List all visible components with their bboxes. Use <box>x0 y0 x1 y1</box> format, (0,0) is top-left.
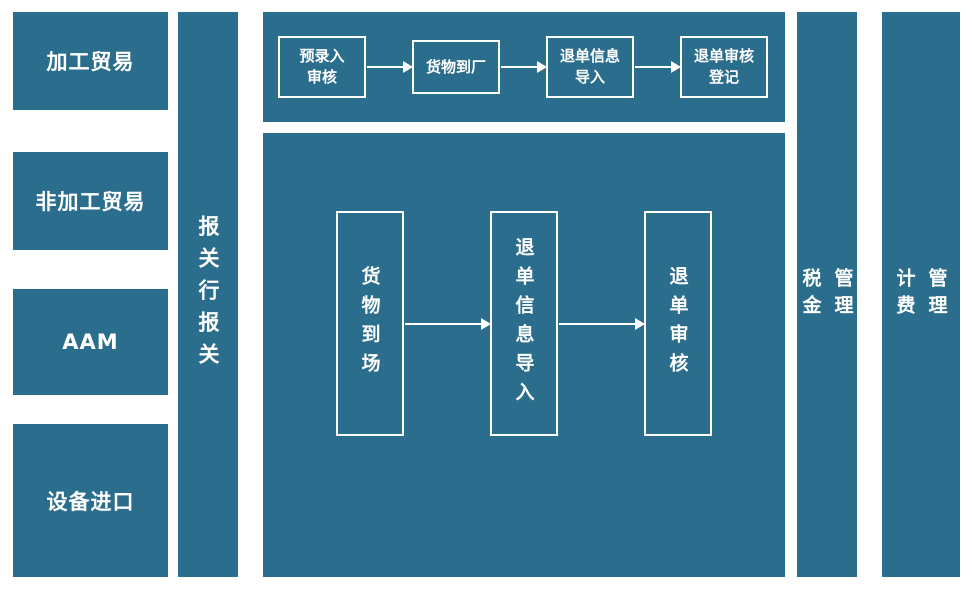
sidebar-item-label: 加工贸易 <box>46 50 135 74</box>
flow-step-label: 审核 <box>306 68 337 86</box>
flow-step-label: 预录入 <box>299 47 345 65</box>
tax-management-label-line: 税金 <box>799 267 822 322</box>
main-step-return-info-import: 退单信息导入 <box>490 211 558 436</box>
main-flow-row: 货物到场 退单信息导入 退单审核 <box>263 211 785 436</box>
arrow-right-icon <box>559 317 645 330</box>
sidebar-item-processing-trade: 加工贸易 <box>13 12 168 110</box>
main-step-label: 退单信息导入 <box>512 236 535 411</box>
flow-step-label: 登记 <box>708 68 739 86</box>
billing-management-label: 计费 管理 <box>892 268 951 322</box>
billing-management-label-line: 管理 <box>925 267 948 322</box>
flow-step-label: 货物到厂 <box>425 57 486 76</box>
broker-declaration-column: 报关行报关 <box>178 12 238 577</box>
sidebar-item-label: 设备进口 <box>46 489 135 514</box>
arrow-right-icon <box>405 317 491 330</box>
arrow-right-icon <box>635 61 681 73</box>
flow-step-label: 退单信息 <box>559 47 620 65</box>
main-step-label: 货物到场 <box>358 265 381 382</box>
billing-management-column: 计费 管理 <box>882 12 960 577</box>
flow-step-label: 退单审核 <box>693 47 754 65</box>
flow-step-label: 导入 <box>574 68 605 86</box>
top-flow-panel: 预录入 审核 货物到厂 退单信息 导入 退单审核 登记 <box>263 12 785 122</box>
sidebar-item-non-processing-trade: 非加工贸易 <box>13 152 168 250</box>
arrow-right-icon <box>367 61 413 73</box>
flow-step-goods-arrival-factory: 货物到厂 <box>412 40 500 94</box>
arrow-right-icon <box>501 61 547 73</box>
sidebar-item-label: AAM <box>62 330 119 354</box>
flow-step-return-review-registration: 退单审核 登记 <box>680 36 768 98</box>
flow-step-pre-entry-review: 预录入 审核 <box>278 36 366 98</box>
tax-management-label: 税金 管理 <box>798 268 857 322</box>
billing-management-label-line: 计费 <box>893 267 916 322</box>
sidebar-item-label: 非加工贸易 <box>35 190 146 214</box>
main-flow-panel: 货物到场 退单信息导入 退单审核 <box>263 133 785 577</box>
sidebar-item-equipment-import: 设备进口 <box>13 424 168 577</box>
broker-declaration-label: 报关行报关 <box>196 214 220 375</box>
tax-management-column: 税金 管理 <box>797 12 857 577</box>
tax-management-label-line: 管理 <box>831 267 854 322</box>
flow-step-return-info-import: 退单信息 导入 <box>546 36 634 98</box>
sidebar-item-aam: AAM <box>13 289 168 395</box>
main-step-goods-arrival: 货物到场 <box>336 211 404 436</box>
main-step-label: 退单审核 <box>666 265 689 382</box>
main-step-return-review: 退单审核 <box>644 211 712 436</box>
